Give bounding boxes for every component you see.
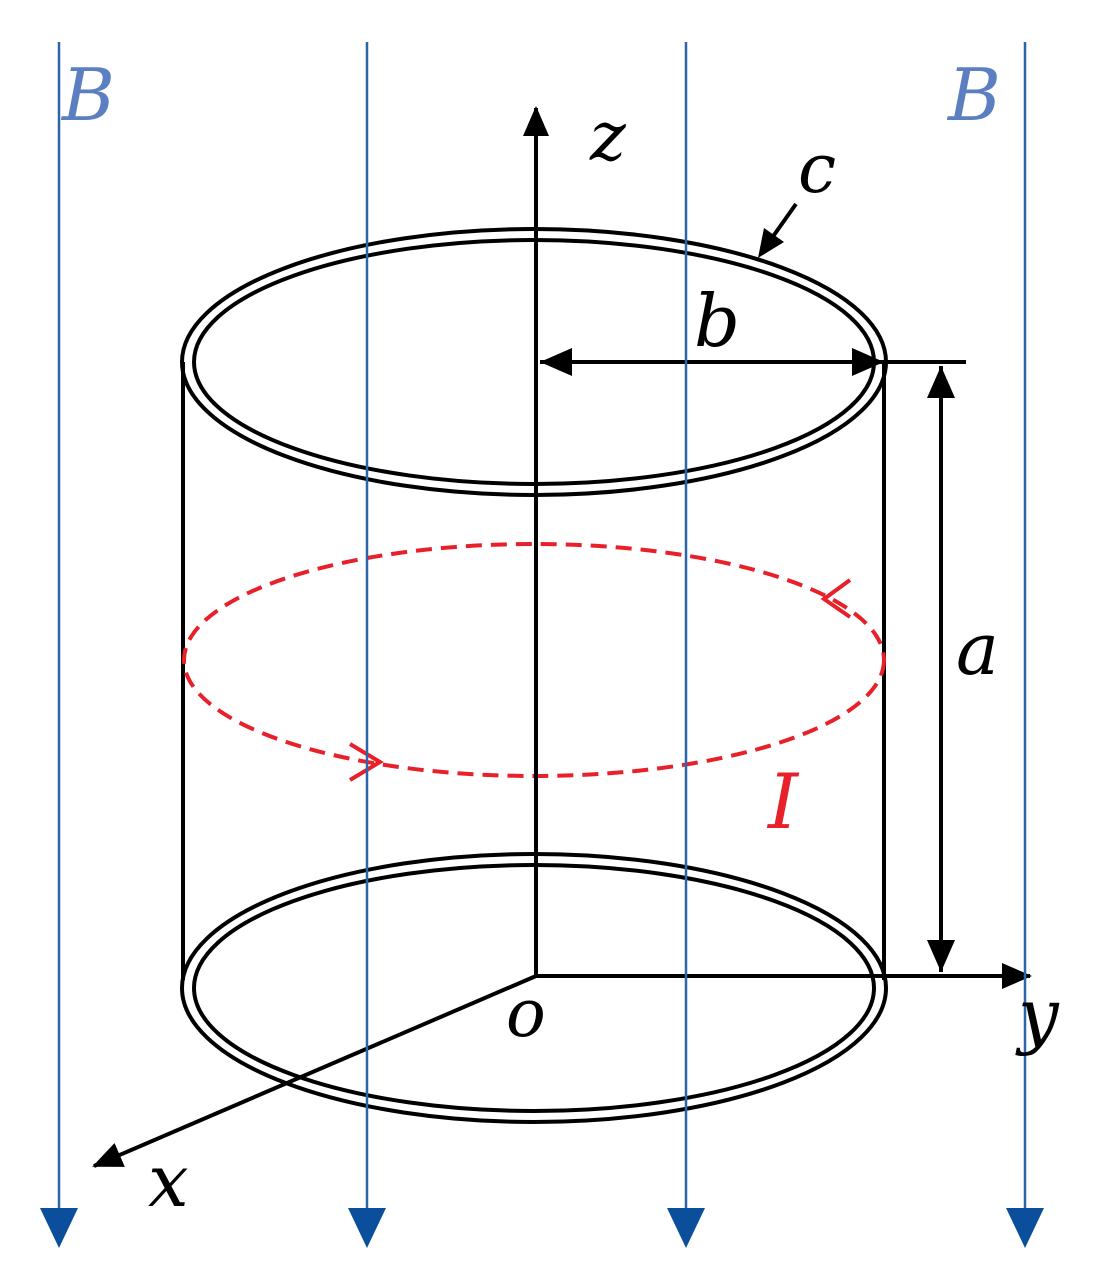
dimensions	[540, 202, 966, 972]
origin-label: o	[506, 975, 546, 1052]
field-label-left: B	[60, 53, 115, 137]
field-arrowhead-4	[1006, 1208, 1044, 1248]
radius-arrowhead-left	[540, 348, 572, 376]
labels: B B z c b a I o y x	[60, 53, 1060, 1223]
z-axis-label: z	[589, 98, 627, 177]
current-direction-arrow-back	[820, 578, 852, 619]
field-arrowhead-2	[348, 1208, 386, 1248]
height-label: a	[956, 607, 999, 691]
radius-arrowhead-right	[852, 348, 884, 376]
axes	[92, 106, 1032, 1168]
wall-pointer-arrowhead	[758, 228, 784, 258]
radius-label: b	[694, 279, 740, 363]
current-direction-arrow-front	[348, 742, 384, 782]
height-arrowhead-bottom	[927, 940, 955, 972]
field-arrowhead-1	[40, 1208, 78, 1248]
field-label-right: B	[946, 53, 1001, 137]
y-axis-label: y	[1015, 973, 1060, 1057]
height-arrowhead-top	[927, 366, 955, 398]
wall-thickness-label: c	[798, 130, 836, 209]
magnetic-field-lines	[40, 42, 1044, 1248]
x-axis	[92, 974, 537, 1168]
x-axis-label: x	[148, 1139, 189, 1223]
current-label: I	[766, 757, 800, 846]
field-arrowhead-3	[667, 1208, 705, 1248]
